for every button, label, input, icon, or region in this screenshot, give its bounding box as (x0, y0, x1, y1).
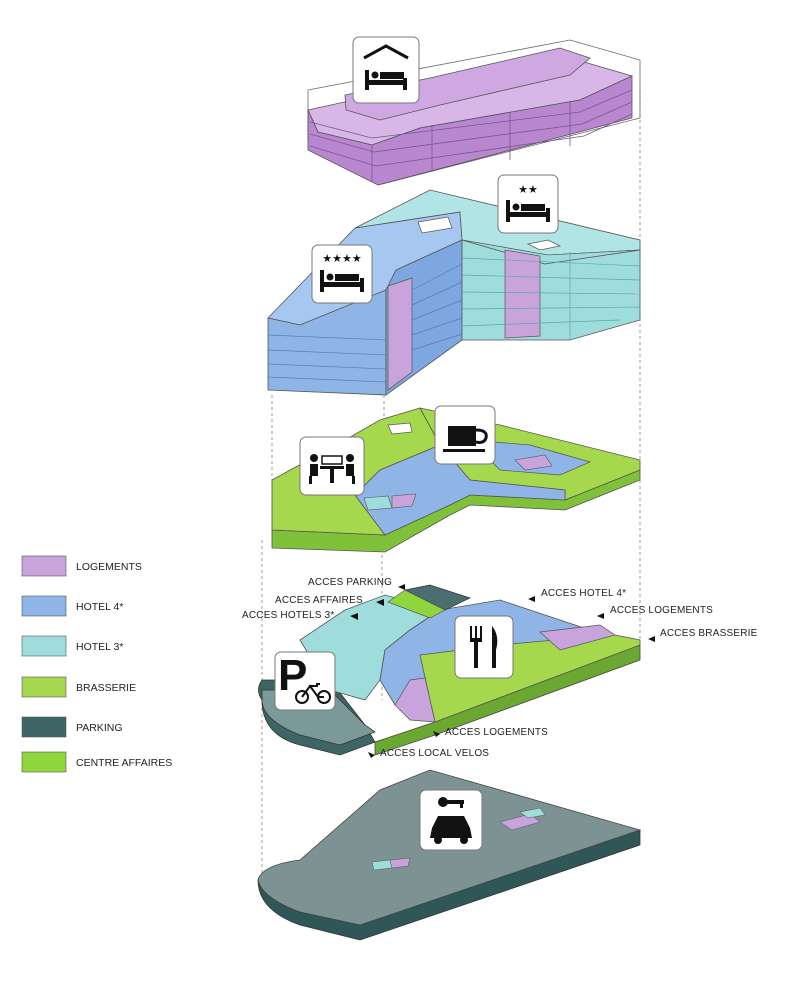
business-meeting-icon (299, 436, 365, 496)
hotel-2-stars: ★★ (518, 183, 538, 196)
legend-swatch (21, 555, 67, 577)
legend-label: HOTEL 3* (76, 641, 123, 653)
car-key-icon (419, 789, 483, 851)
access-labels: ACCES PARKING ACCES AFFAIRES ACCES HOTEL… (242, 577, 758, 759)
legend-swatch (21, 595, 67, 617)
hotel-2-star-icon: ★★ (497, 174, 559, 234)
coffee-cup-icon (434, 405, 496, 465)
legend-item: BRASSERIE (21, 676, 136, 698)
legend-label: BRASSERIE (76, 682, 136, 694)
parking-bicycle-icon: P (274, 651, 336, 711)
access-logements-bottom-label: ACCES LOGEMENTS (445, 727, 548, 738)
legend: LOGEMENTS HOTEL 4* HOTEL 3* BRASSERIE PARKIN… (21, 555, 172, 773)
parking-letter: P (278, 651, 307, 700)
legend-swatch (21, 716, 67, 738)
legend-item: PARKING (21, 716, 122, 738)
fork-knife-icon (454, 615, 514, 679)
legend-item: HOTEL 3* (21, 635, 123, 657)
access-hotel4-label: ACCES HOTEL 4* (541, 588, 626, 599)
legend-item: LOGEMENTS (21, 555, 142, 577)
legend-swatch (21, 676, 67, 698)
legend-label: HOTEL 4* (76, 601, 123, 613)
legend-swatch (21, 635, 67, 657)
access-velos-label: ACCES LOCAL VELOS (380, 748, 489, 759)
access-logements-top-label: ACCES LOGEMENTS (610, 605, 713, 616)
legend-label: PARKING (76, 722, 122, 734)
legend-label: CENTRE AFFAIRES (76, 757, 172, 769)
legend-item: CENTRE AFFAIRES (21, 751, 172, 773)
level-logements (307, 39, 641, 186)
access-brasserie-label: ACCES BRASSERIE (660, 628, 758, 639)
access-parking-label: ACCES PARKING (308, 577, 392, 588)
housing-bed-icon (352, 36, 420, 104)
hotel-4-stars: ★★★★ (322, 252, 362, 265)
hotel-4-star-icon: ★★★★ (311, 244, 373, 304)
legend-swatch (21, 751, 67, 773)
access-hotels3-label: ACCES HOTELS 3* (242, 610, 334, 621)
legend-item: HOTEL 4* (21, 595, 123, 617)
legend-label: LOGEMENTS (76, 561, 142, 573)
access-affaires-label: ACCES AFFAIRES (275, 595, 363, 606)
